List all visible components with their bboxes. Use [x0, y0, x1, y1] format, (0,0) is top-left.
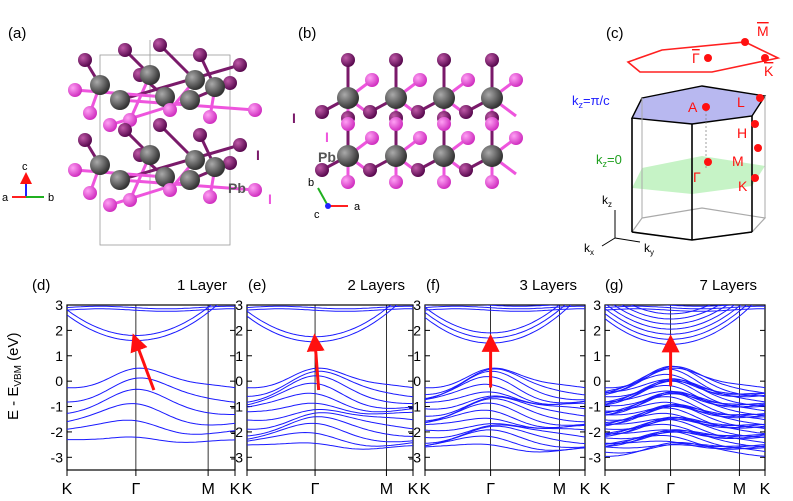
- xtick-label: Γ: [131, 481, 140, 498]
- ytick-label: 3: [55, 297, 63, 313]
- xtick-label: M: [733, 481, 746, 498]
- crystal-structure-top-view: [315, 53, 523, 189]
- xtick-label: K: [62, 481, 73, 498]
- panel-label-c: (c): [606, 25, 624, 42]
- atom-label-pb-b: Pb: [318, 149, 336, 165]
- kz-pi-label: kz=π/c: [572, 93, 610, 110]
- bz-point-m: M: [732, 153, 744, 169]
- crystal-structure-side-view: [68, 38, 262, 246]
- xtick-label: Γ: [486, 481, 495, 498]
- xtick-label: M: [380, 481, 393, 498]
- atom-label-i-light-b: I: [325, 129, 329, 145]
- panel-title: 1 Layer: [177, 277, 227, 294]
- bz-point-a: A: [688, 99, 698, 115]
- panel-title: 7 Layers: [699, 277, 757, 294]
- ytick-label: -2: [409, 424, 422, 440]
- panel-label: (g): [605, 277, 623, 294]
- brillouin-zone: [601, 38, 781, 247]
- surface-point-gamma: Γ: [692, 50, 700, 66]
- kz-0-label: kz=0: [596, 152, 622, 169]
- ytick-label: 3: [593, 297, 601, 313]
- bz-point-l: L: [737, 94, 745, 110]
- xtick-label: K: [230, 481, 241, 498]
- ytick-label: 3: [235, 297, 243, 313]
- gap-arrow: [130, 333, 156, 391]
- ytick-label: 2: [413, 322, 421, 338]
- surface-point-k: K: [764, 63, 774, 79]
- ytick-label: -1: [51, 399, 64, 415]
- axis-a-b: a: [354, 201, 361, 213]
- axis-b-b: b: [308, 177, 314, 189]
- ytick-label: -3: [231, 449, 244, 465]
- ytick-label: -1: [589, 399, 602, 415]
- bz-point-h: H: [737, 125, 747, 141]
- atom-label-i-dark-a: I: [256, 147, 260, 163]
- xtick-label: Γ: [311, 481, 320, 498]
- bz-point-k: K: [738, 178, 748, 194]
- xtick-label: K: [420, 481, 431, 498]
- ytick-label: 2: [593, 322, 601, 338]
- atom-label-pb-a: Pb: [228, 180, 246, 196]
- ytick-label: -3: [589, 449, 602, 465]
- ytick-label: 2: [55, 322, 63, 338]
- xtick-label: M: [201, 481, 214, 498]
- xtick-label: K: [242, 481, 253, 498]
- ytick-label: 2: [235, 322, 243, 338]
- ytick-label: 3: [413, 297, 421, 313]
- ytick-label: -1: [231, 399, 244, 415]
- band-ylabel: E - EVBM (eV): [5, 332, 24, 420]
- axis-c-a: c: [22, 161, 28, 173]
- kx-axis-label: kx: [584, 241, 594, 257]
- ytick-label: 0: [235, 373, 243, 389]
- ytick-label: 1: [413, 348, 421, 364]
- kz-axis-label: kz: [602, 193, 612, 209]
- xtick-label: K: [408, 481, 419, 498]
- panel-title: 2 Layers: [347, 277, 405, 294]
- panel-label-b: (b): [298, 25, 316, 42]
- bz-point-gamma: Γ: [693, 169, 701, 185]
- ytick-label: -2: [231, 424, 244, 440]
- ytick-label: -1: [409, 399, 422, 415]
- surface-point-m: M: [757, 23, 769, 39]
- ytick-label: 0: [413, 373, 421, 389]
- gap-arrow: [306, 333, 325, 391]
- ytick-label: -3: [51, 449, 64, 465]
- ytick-label: 1: [235, 348, 243, 364]
- ytick-label: 0: [593, 373, 601, 389]
- axis-a-a: a: [2, 192, 9, 204]
- xtick-label: K: [760, 481, 771, 498]
- ytick-label: 0: [55, 373, 63, 389]
- xtick-label: M: [553, 481, 566, 498]
- panel-label: (f): [426, 277, 440, 294]
- atom-label-i-dark-b: I: [292, 110, 296, 126]
- axes-triad-b: b a c: [308, 177, 361, 221]
- panel-title: 3 Layers: [519, 277, 577, 294]
- panel-label-a: (a): [8, 25, 26, 42]
- axis-b-a: b: [48, 192, 54, 204]
- ytick-label: -2: [589, 424, 602, 440]
- ytick-label: 1: [593, 348, 601, 364]
- panel-label: (d): [32, 277, 50, 294]
- ytick-label: -2: [51, 424, 64, 440]
- xtick-label: Γ: [666, 481, 675, 498]
- ky-axis-label: ky: [644, 241, 654, 257]
- atom-label-i-light-a: I: [268, 191, 272, 207]
- ytick-label: -3: [409, 449, 422, 465]
- xtick-label: K: [580, 481, 591, 498]
- panel-label: (e): [248, 277, 266, 294]
- xtick-label: K: [600, 481, 611, 498]
- axis-c-b: c: [314, 209, 320, 221]
- ytick-label: 1: [55, 348, 63, 364]
- axes-triad-a: c a b: [2, 161, 54, 204]
